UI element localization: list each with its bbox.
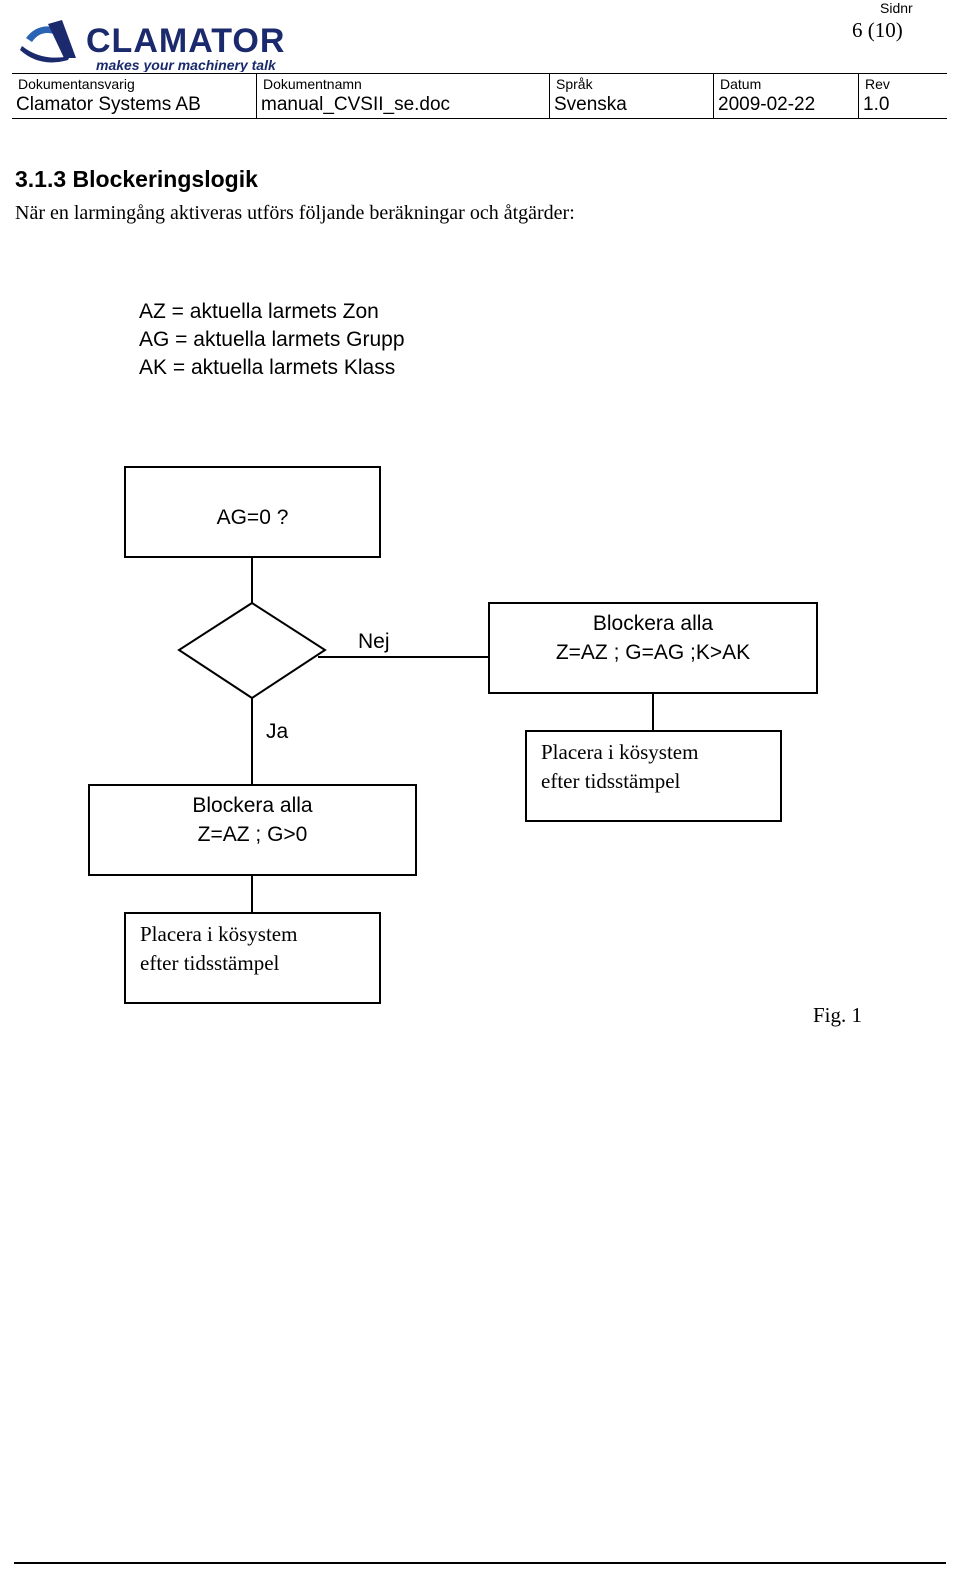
info-cell-owner: Dokumentansvarig Clamator Systems AB [12,74,256,118]
info-cell-language: Språk Svenska [550,74,713,118]
definition-group: AG = aktuella larmets Grupp [139,328,405,351]
edge-label-yes: Ja [266,720,289,743]
table-divider [549,74,550,118]
page-number: 6 (10) [852,18,903,42]
clamator-logo: CLAMATOR makes your machinery talk [18,12,328,73]
yes-block-line2: Z=AZ ; G>0 [197,823,308,846]
table-divider [256,74,257,118]
info-label-docname: Dokumentnamn [263,76,362,92]
yes-block-line1: Blockera alla [192,794,313,817]
info-label-revision: Rev [865,76,890,92]
flowchart-start-box: AG=0 ? [124,466,381,558]
info-value-owner: Clamator Systems AB [16,94,201,115]
no-queue-line1: Placera i kösystem [541,740,699,764]
table-divider [858,74,859,118]
table-divider [713,74,714,118]
info-cell-date: Datum 2009-02-22 [714,74,858,118]
definition-zone: AZ = aktuella larmets Zon [139,300,379,323]
flowchart-yes-queue-box: Placera i kösystem efter tidsstämpel [124,912,381,1004]
info-value-docname: manual_CVSII_se.doc [261,94,451,115]
edge-label-no: Nej [358,630,390,653]
footer-rule [14,1562,946,1564]
yes-queue-line1: Placera i kösystem [140,922,298,946]
document-info-table: Dokumentansvarig Clamator Systems AB Dok… [12,73,947,119]
flowchart-no-queue-box: Placera i kösystem efter tidsstämpel [525,730,782,822]
logo-brand-text: CLAMATOR [86,22,285,60]
logo-tagline-text: makes your machinery talk [96,57,277,72]
no-block-line1: Blockera alla [592,612,714,635]
logo-swoosh-icon [20,20,76,63]
page-number-label: Sidnr [880,0,913,16]
no-queue-line2: efter tidsstämpel [541,769,681,793]
yes-queue-line2: efter tidsstämpel [140,951,280,975]
figure-caption: Fig. 1 [813,1003,863,1027]
info-label-language: Språk [556,76,593,92]
info-cell-docname: Dokumentnamn manual_CVSII_se.doc [257,74,549,118]
start-box-text: AG=0 ? [216,506,289,529]
definition-class: AK = aktuella larmets Klass [139,356,396,379]
info-value-date: 2009-02-22 [718,94,816,115]
info-label-date: Datum [720,76,762,92]
clamator-logo-graphic: CLAMATOR makes your machinery talk [20,20,285,73]
info-label-owner: Dokumentansvarig [18,76,135,92]
info-value-language: Svenska [554,94,627,115]
info-cell-revision: Rev 1.0 [859,74,947,118]
no-block-line2: Z=AZ ; G=AG ;K>AK [555,641,751,664]
intro-paragraph: När en larmingång aktiveras utförs följa… [15,202,575,224]
decision-diamond [177,601,327,700]
section-heading: 3.1.3 Blockeringslogik [15,166,258,192]
flowchart-no-block-box: Blockera alla Z=AZ ; G=AG ;K>AK [488,602,818,694]
info-value-revision: 1.0 [863,94,890,115]
flowchart-yes-block-box: Blockera alla Z=AZ ; G>0 [88,784,417,876]
